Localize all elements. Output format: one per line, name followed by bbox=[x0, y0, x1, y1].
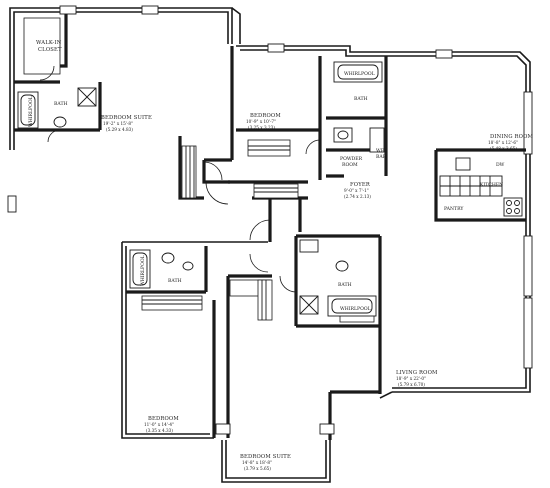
dims-foyer: 9'-0" x 7'-1" bbox=[344, 188, 369, 193]
label-closet: CLOSET bbox=[38, 47, 62, 53]
label-bedroom-suite-nw: BEDROOM SUITE bbox=[101, 115, 152, 121]
label-foyer: FOYER bbox=[350, 182, 371, 188]
metric-foyer: (2.74 x 2.13) bbox=[344, 194, 371, 199]
label-room: ROOM bbox=[342, 162, 358, 168]
metric-bedroom-sw: (3.35 x 4.33) bbox=[146, 428, 173, 433]
kitchen-counter bbox=[439, 157, 523, 217]
dims-bedroom-n: 10'-9" x 10'-7" bbox=[246, 119, 276, 124]
dims-bedroom-suite-s: 14'-8" x 18'-8" bbox=[242, 460, 272, 465]
metric-dining-room: (5.48 x 3.65) bbox=[490, 146, 517, 151]
exterior-walls bbox=[9, 7, 531, 483]
dims-bedroom-sw: 11'-0" x 14'-4" bbox=[144, 422, 174, 427]
label-dining-room: DINING ROOM bbox=[490, 134, 534, 140]
dims-living-room: 18'-9" x 22'-0" bbox=[396, 376, 426, 381]
east-windows bbox=[523, 91, 533, 369]
metric-living-room: (5.79 x 6.70) bbox=[398, 382, 425, 387]
label-bath-nw: BATH bbox=[54, 101, 68, 107]
doors bbox=[39, 65, 321, 293]
label-whirlpool-nw: WHIRLPOOL bbox=[28, 96, 34, 127]
label-walkin: WALK-IN bbox=[36, 40, 62, 46]
label-bath-n: BATH bbox=[354, 96, 368, 102]
label-powder: POWDER bbox=[340, 156, 363, 162]
dims-bedroom-suite-nw: 19'-2" x 15'-8" bbox=[103, 121, 133, 126]
metric-bedroom-suite-s: (3.79 x 5.65) bbox=[244, 466, 271, 471]
label-bath-sw: BATH bbox=[168, 278, 182, 284]
label-bedroom-suite-s: BEDROOM SUITE bbox=[240, 454, 291, 460]
metric-bedroom-suite-nw: (5.29 x 4.83) bbox=[106, 127, 133, 132]
interior-walls bbox=[14, 14, 526, 440]
room-labels: WALK-IN CLOSET BATH WHIRLPOOL BEDROOM SU… bbox=[28, 40, 534, 471]
closets bbox=[23, 17, 375, 323]
dims-dining-room: 18'-8" x 12'-6" bbox=[488, 140, 518, 145]
label-whirlpool-sw: WHIRLPOOL bbox=[140, 255, 146, 286]
label-kitchen: KITCHEN bbox=[480, 182, 503, 188]
label-bath-s: BATH bbox=[338, 282, 352, 288]
label-wet: WET bbox=[376, 148, 388, 154]
label-whirlpool-n: WHIRLPOOL bbox=[344, 71, 375, 77]
bath-fixtures bbox=[17, 61, 385, 317]
label-pantry: PANTRY bbox=[444, 206, 464, 212]
metric-bedroom-n: (3.25 x 3.23) bbox=[248, 125, 275, 130]
window-sills bbox=[7, 5, 453, 435]
label-bar: BAR bbox=[376, 154, 387, 160]
label-living-room: LIVING ROOM bbox=[396, 370, 438, 376]
label-bedroom-sw: BEDROOM bbox=[148, 416, 179, 422]
label-whirlpool-s: WHIRLPOOL bbox=[340, 306, 371, 312]
label-bedroom-n: BEDROOM bbox=[250, 113, 281, 119]
label-dw: DW bbox=[496, 162, 505, 168]
